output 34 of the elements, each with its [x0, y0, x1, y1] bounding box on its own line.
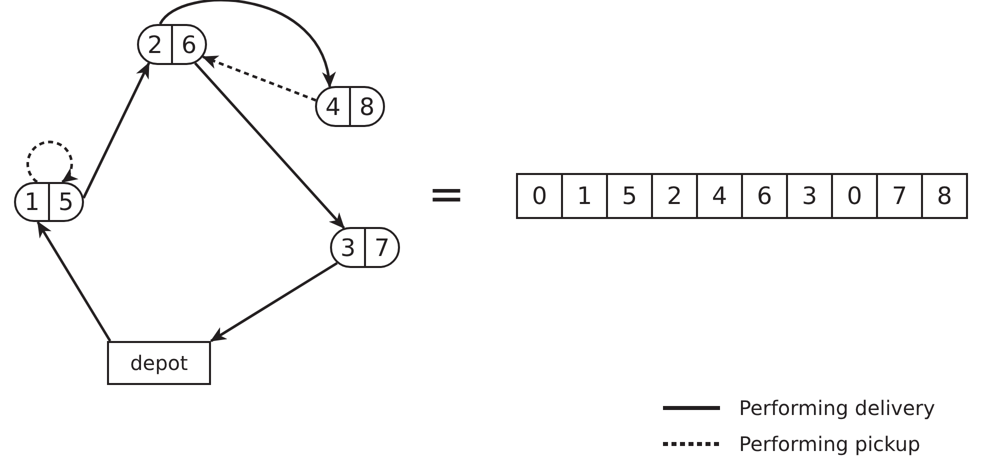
node-box: depot: [107, 341, 211, 385]
pill-node: [14, 182, 84, 222]
array-strip: [516, 173, 968, 219]
node-number: 3: [339, 232, 357, 264]
node-number: 8: [349, 88, 383, 125]
array-cell: 6: [741, 175, 786, 217]
array-cell: 8: [921, 175, 966, 217]
pill-node: [137, 24, 207, 65]
array-cell: 0: [831, 175, 876, 217]
array-cell: 3: [786, 175, 831, 217]
array-cell: 1: [561, 175, 606, 217]
array-cell: 7: [876, 175, 921, 217]
legend-label: Performing pickup: [739, 432, 920, 456]
arrow: [36, 221, 112, 342]
array-cell: 4: [696, 175, 741, 217]
node-number: 2: [146, 30, 164, 60]
arrow: [194, 62, 345, 229]
array-cell-text: 0: [530, 181, 548, 212]
arrow: [210, 262, 338, 342]
arrow: [82, 62, 150, 199]
pill-node: [315, 86, 385, 127]
arrow: [159, 0, 334, 88]
array-cell: 5: [606, 175, 651, 217]
node-number: 6: [171, 26, 205, 63]
dashed-loop-arrow: [26, 140, 78, 184]
legend-label: Performing delivery: [739, 396, 936, 420]
equals-sign: =: [428, 173, 465, 217]
node-number: 4: [324, 92, 342, 122]
node-number: 7: [364, 229, 398, 266]
array-cell: 2: [651, 175, 696, 217]
node-number: 1: [23, 187, 41, 218]
node-number: 5: [48, 184, 82, 220]
dashed-arrow: [202, 56, 316, 102]
pill-node: [330, 227, 400, 268]
